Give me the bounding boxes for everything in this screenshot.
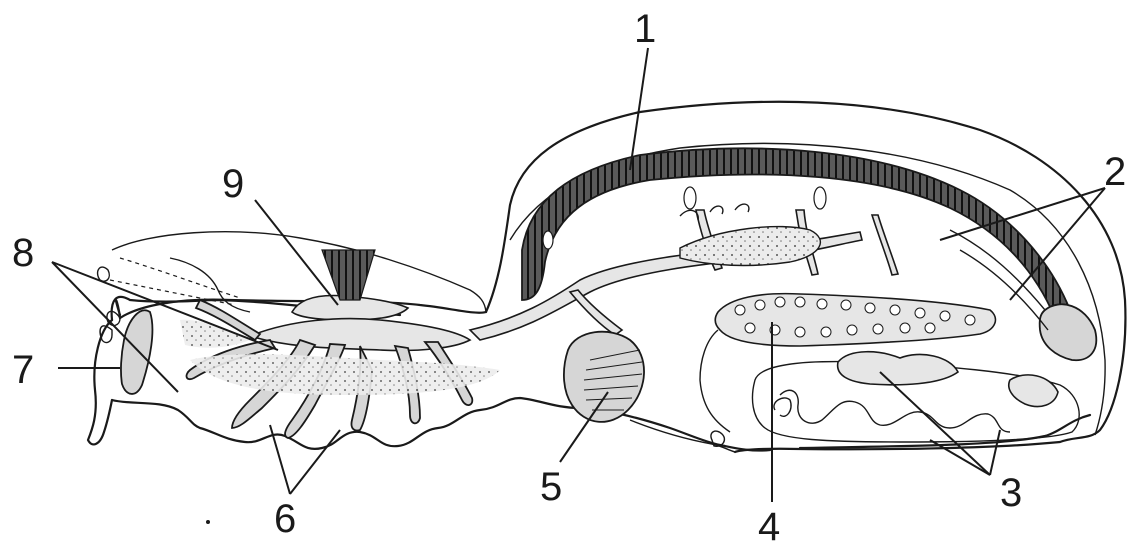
label-8: 8 (12, 231, 34, 275)
dorsal-pore (684, 187, 696, 209)
leader-8b (52, 262, 278, 350)
dashed-line (120, 258, 240, 298)
organ-3-coil (780, 390, 1010, 432)
stray-dot (206, 520, 210, 524)
leader-3c (990, 430, 1000, 475)
connector (872, 215, 898, 275)
organ-5 (564, 332, 644, 422)
organ-4-lead (700, 330, 730, 432)
label-2: 2 (1104, 150, 1126, 194)
leader-1 (630, 48, 648, 170)
label-4: 4 (758, 505, 780, 549)
label-1: 1 (634, 7, 656, 51)
leader-3a (880, 372, 990, 475)
posterior-organ (1040, 304, 1097, 360)
dorsal-pore (543, 231, 553, 249)
anterior-lobe (107, 311, 120, 325)
label-5: 5 (540, 465, 562, 509)
label-6: 6 (274, 497, 296, 541)
duct (630, 420, 735, 452)
label-7: 7 (12, 348, 34, 392)
leader-lines (52, 48, 1105, 502)
label-9: 9 (222, 162, 244, 206)
organ-7 (121, 310, 152, 394)
hatched-wedge (322, 250, 375, 300)
ganglion-network (180, 300, 500, 438)
dotted-region (190, 354, 500, 395)
organ-3-mass (1009, 375, 1058, 407)
foot-outline (112, 398, 580, 449)
dorsal-pore (814, 187, 826, 209)
label-3: 3 (1000, 471, 1022, 515)
organ-3-coil (774, 398, 791, 416)
connector (570, 290, 622, 335)
organ-3-mass (838, 352, 958, 385)
anterior-lobe (98, 267, 110, 281)
leader-8a (52, 262, 178, 392)
leader-6b (290, 430, 340, 494)
snout-outline (88, 320, 112, 444)
number-labels: 1 2 3 4 5 6 7 8 9 (12, 7, 1126, 549)
